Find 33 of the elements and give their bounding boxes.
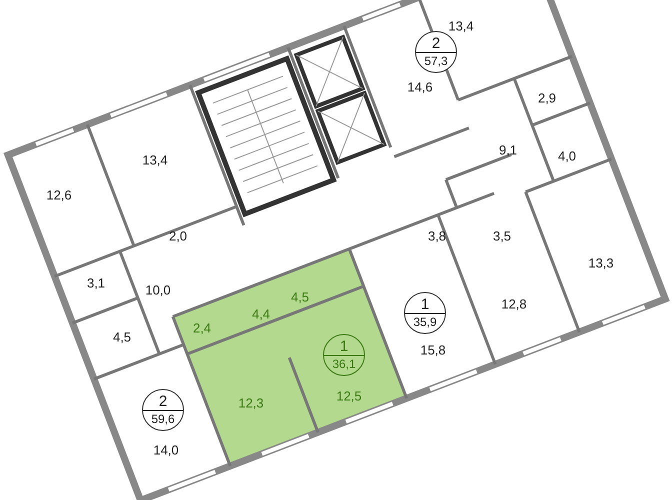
- room-area: 4,4: [252, 306, 270, 322]
- room-area: 10,0: [145, 282, 171, 298]
- room-count: 1: [420, 296, 430, 313]
- room-area: 15,8: [420, 342, 446, 358]
- room-area: 13,4: [142, 152, 168, 168]
- apartment-area: 36,1: [332, 356, 356, 372]
- apartment-area: 35,9: [413, 314, 437, 330]
- room-area: 14,6: [407, 80, 433, 94]
- room-area: 14,0: [153, 442, 179, 458]
- room-count: 2: [432, 35, 440, 52]
- room-area: 12,8: [501, 296, 527, 312]
- room-count: 2: [158, 393, 168, 410]
- room-area: 4,0: [558, 148, 576, 164]
- apartment-badge: [404, 292, 446, 334]
- room-area: 12,6: [46, 188, 72, 202]
- room-area: 9,1: [498, 142, 518, 158]
- room-area: 3,1: [86, 276, 106, 290]
- room-area: 12,5: [336, 388, 362, 404]
- apartment-badge: [142, 389, 184, 431]
- room-area: 2,0: [168, 228, 188, 244]
- apartment-badge: [415, 31, 457, 73]
- apartment-area: 57,3: [424, 53, 448, 69]
- room-area: 3,8: [428, 228, 446, 244]
- room-area: 4,5: [290, 290, 310, 304]
- apartment-area: 59,6: [151, 411, 175, 427]
- room-area: 2,9: [538, 90, 556, 106]
- room-area: 4,5: [112, 330, 132, 344]
- room-area: 13,3: [588, 256, 614, 270]
- room-count: 1: [340, 338, 348, 355]
- room-area: 13,4: [448, 18, 474, 34]
- room-area: 12,3: [238, 396, 264, 410]
- room-area: 3,5: [492, 228, 512, 244]
- room-area: 2,4: [192, 320, 212, 336]
